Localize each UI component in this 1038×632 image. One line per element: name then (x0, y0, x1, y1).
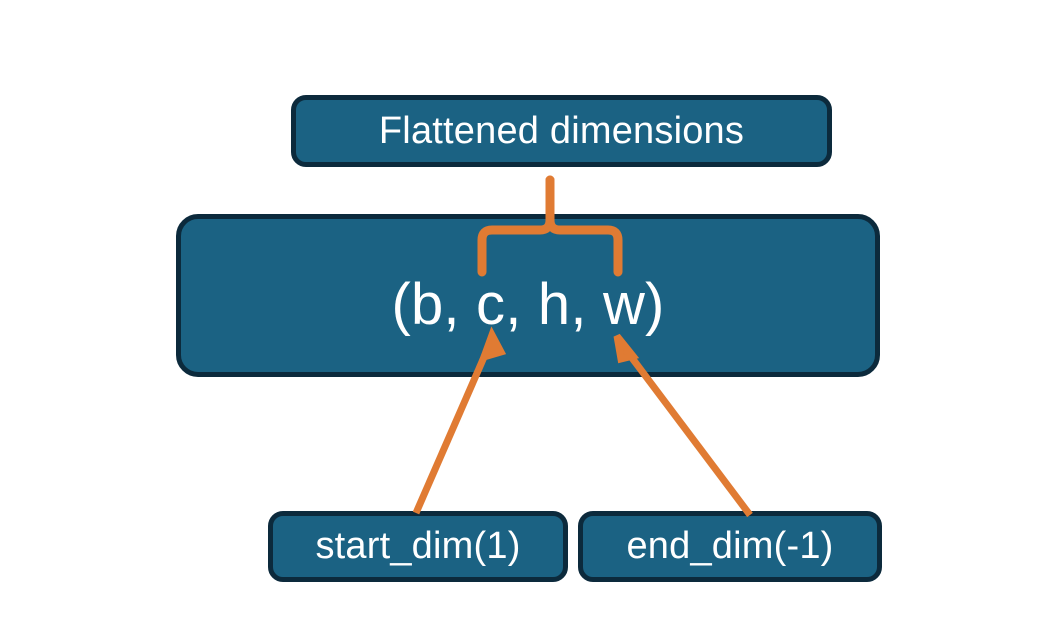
node-flattened-dimensions[interactable]: Flattened dimensions (291, 95, 832, 167)
node-end-dim[interactable]: end_dim(-1) (578, 511, 882, 582)
node-start-dim[interactable]: start_dim(1) (268, 511, 568, 582)
node-tensor-shape[interactable]: (b, c, h, w) (176, 214, 880, 377)
node-flattened-dimensions-label: Flattened dimensions (378, 109, 745, 152)
node-tensor-shape-label: (b, c, h, w) (391, 272, 665, 337)
node-end-dim-label: end_dim(-1) (626, 525, 834, 567)
node-start-dim-label: start_dim(1) (315, 525, 521, 567)
